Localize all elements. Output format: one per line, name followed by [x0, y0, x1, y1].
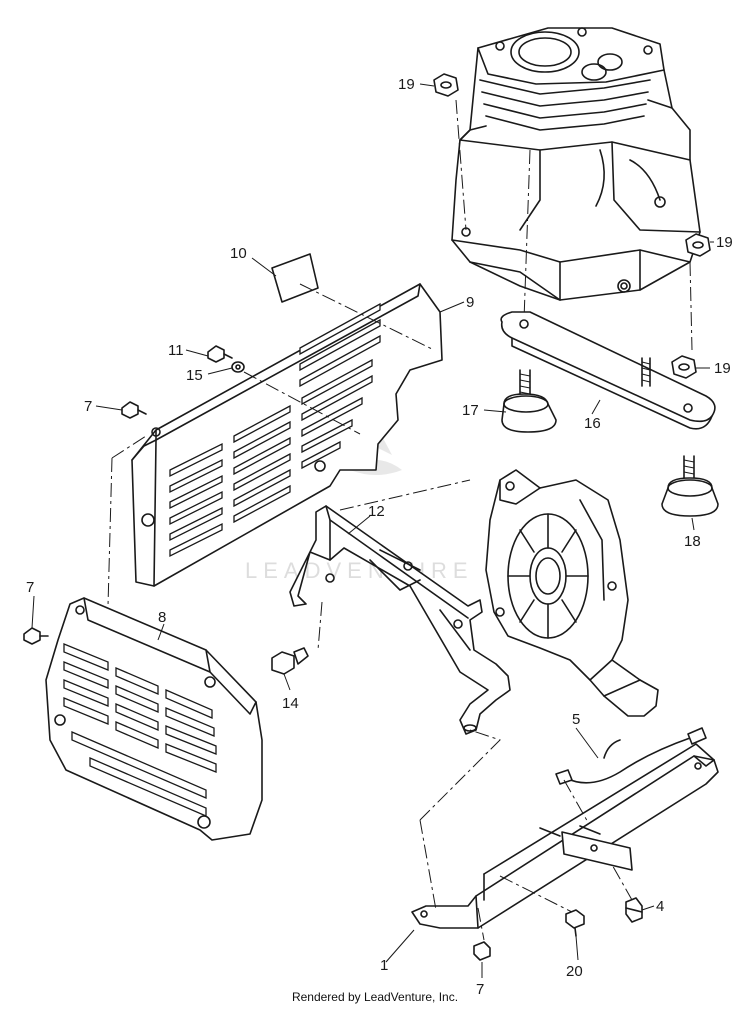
- callout-labels: 19 19 19 10 9 11 15 7 17 16 18 12 7 8 14…: [26, 76, 733, 998]
- screw-7-rail: [473, 941, 491, 961]
- centerline-screw-7c: [477, 907, 485, 941]
- watermark-text: LEADVENTURE: [245, 558, 474, 583]
- mount-bar-16: [500, 311, 716, 430]
- callout-7-guard: 7: [26, 579, 34, 596]
- wire-5: [555, 727, 707, 785]
- rubber-mount-18: [661, 455, 719, 517]
- centerline-bracket: [339, 479, 471, 511]
- footer-credit: Rendered by LeadVenture, Inc.: [291, 990, 459, 1004]
- screw-14: [271, 647, 309, 675]
- muffler-guard-slots: [63, 643, 217, 817]
- callout-1: 1: [380, 957, 388, 974]
- engine-block: [451, 27, 701, 301]
- callout-7-shield: 7: [84, 398, 92, 415]
- nut-19-lower: [671, 355, 697, 379]
- bracket-12: [289, 505, 511, 735]
- callout-19-lower: 19: [714, 360, 731, 377]
- gasket-10: [271, 253, 319, 303]
- heat-shield-9: [131, 283, 443, 587]
- screw-4: [625, 897, 643, 923]
- frame-rail-1: [411, 743, 719, 929]
- flywheel-housing: [485, 469, 659, 717]
- callout-19-top: 19: [398, 76, 415, 93]
- centerline-engine-right: [689, 261, 693, 351]
- callout-7-rail: 7: [476, 981, 484, 998]
- muffler-guard-8: [45, 597, 263, 841]
- washer-15: [231, 361, 245, 373]
- centerline-engine-left: [523, 149, 531, 321]
- callout-10: 10: [230, 245, 247, 262]
- callout-12: 12: [368, 503, 385, 520]
- heat-shield-slots: [169, 302, 381, 558]
- callout-19-mid: 19: [716, 234, 733, 251]
- callout-9: 9: [466, 294, 474, 311]
- callout-5: 5: [572, 711, 580, 728]
- screw-11: [207, 345, 233, 363]
- callout-4: 4: [656, 898, 664, 915]
- callout-18: 18: [684, 533, 701, 550]
- rubber-mount-17: [501, 369, 557, 433]
- centerline-bracket-rail: [419, 729, 501, 911]
- callout-8: 8: [158, 609, 166, 626]
- screw-7-shield: [121, 401, 147, 419]
- callout-17: 17: [462, 402, 479, 419]
- centerline-screw-14: [317, 601, 323, 651]
- centerline-screw-7a: [107, 435, 147, 607]
- centerline-screw-11: [243, 371, 361, 435]
- centerline-screw-20: [499, 875, 573, 913]
- callout-20: 20: [566, 963, 583, 980]
- screw-20: [565, 909, 585, 937]
- leader-lines: [31, 83, 714, 978]
- callout-14: 14: [282, 695, 299, 712]
- screw-7-guard: [23, 627, 49, 645]
- nut-19-mid: [685, 233, 711, 257]
- callout-11: 11: [168, 342, 184, 359]
- callout-15: 15: [186, 367, 203, 384]
- nut-19-top: [433, 73, 459, 97]
- callout-16: 16: [584, 415, 601, 432]
